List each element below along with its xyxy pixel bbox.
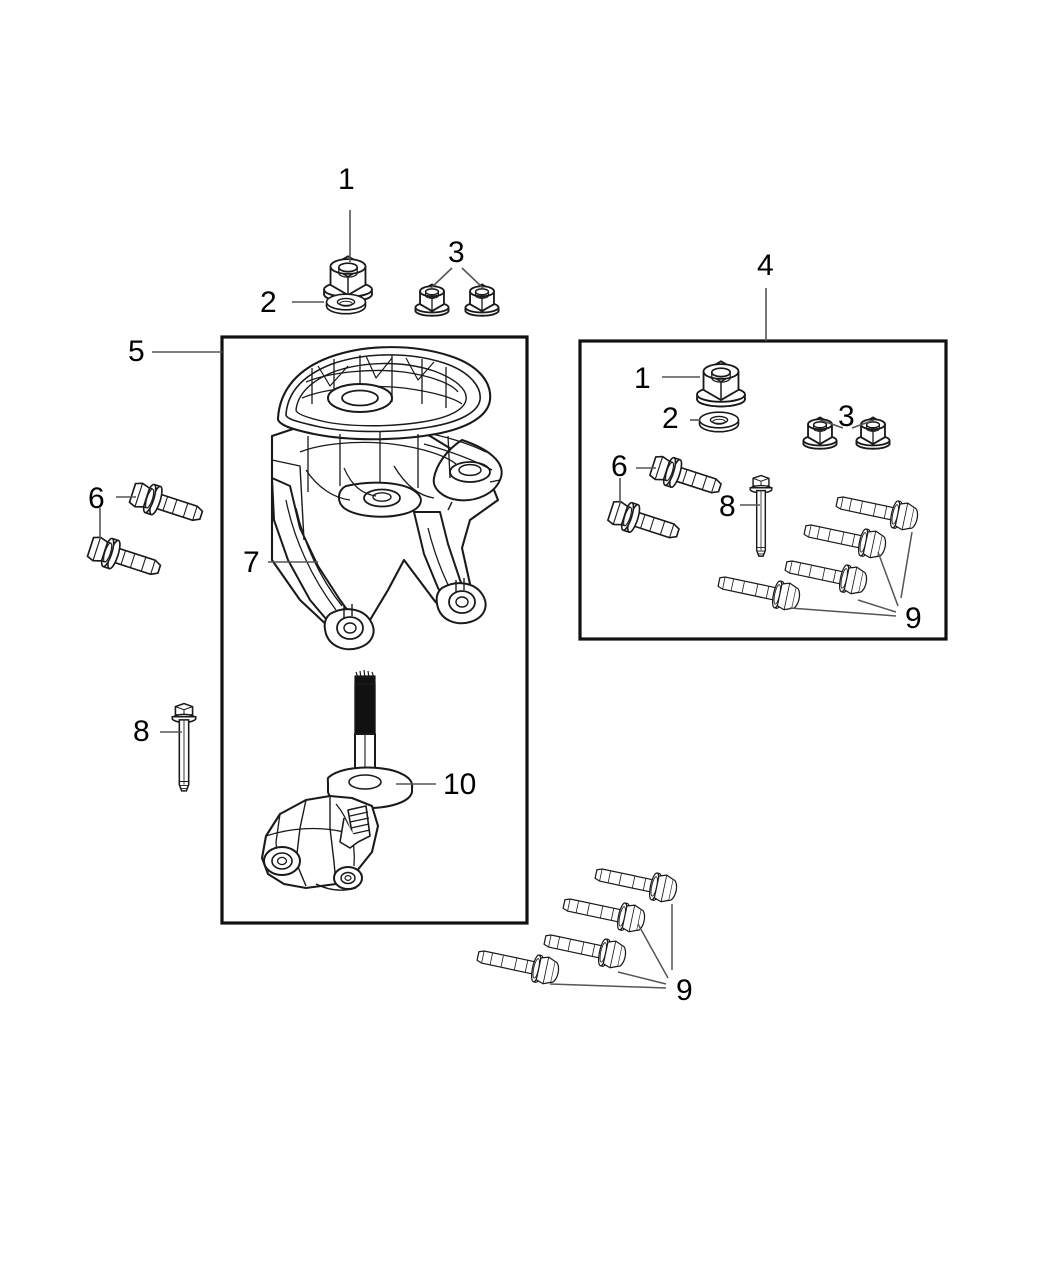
long-shoulder-bolt-bottom-a [592,860,680,905]
callout-3-top: 3 [448,236,465,269]
small-flange-nut-top-a [414,283,450,317]
small-flange-nut-box-a [802,416,838,450]
leader-line-9-box-b [877,551,899,607]
callout-2-box: 2 [662,402,679,435]
flange-lock-nut-box [696,360,746,408]
callout-5: 5 [128,335,145,368]
callout-4: 4 [757,249,774,282]
small-flange-nut-top-b [464,283,500,317]
callout-9-bottom: 9 [676,974,693,1007]
callout-8-box: 8 [719,490,736,523]
flange-bolt-left-a [127,478,207,531]
flat-washer-top [325,293,367,315]
leader-line-3-box-b [851,419,875,429]
callout-1-top: 1 [338,163,355,196]
callout-1-box: 1 [634,362,651,395]
flange-bolt-left-b [85,532,165,585]
long-flange-bolt-left [171,702,197,792]
engine-mount-bracket [270,346,503,651]
callout-9-box: 9 [905,602,922,635]
callout-6-box: 6 [611,450,628,483]
callout-7: 7 [243,546,260,579]
leader-line-9-box-d [789,607,897,617]
leader-line-3-top-a [430,267,453,289]
leader-line-9-bottom-d [549,983,667,989]
leader-line-3-box-a [819,419,844,429]
callout-6-left: 6 [88,482,105,515]
leader-line-9-bottom-c [617,971,667,985]
small-flange-nut-box-b [855,416,891,450]
long-shoulder-bolt-bottom-d [474,942,562,987]
callout-10: 10 [443,768,477,801]
long-shoulder-bolt-bottom-b [560,890,648,935]
mount-isolator-strut [260,669,414,891]
flat-washer-box [698,411,740,433]
leader-line-3-top-b [461,267,484,289]
leader-line-9-box-c [857,599,897,613]
callout-2-top: 2 [260,286,277,319]
callout-8-left: 8 [133,715,150,748]
leader-line-9-bottom-b [637,923,669,979]
callout-3-box: 3 [838,400,855,433]
leader-line-9-box-a [900,531,913,599]
